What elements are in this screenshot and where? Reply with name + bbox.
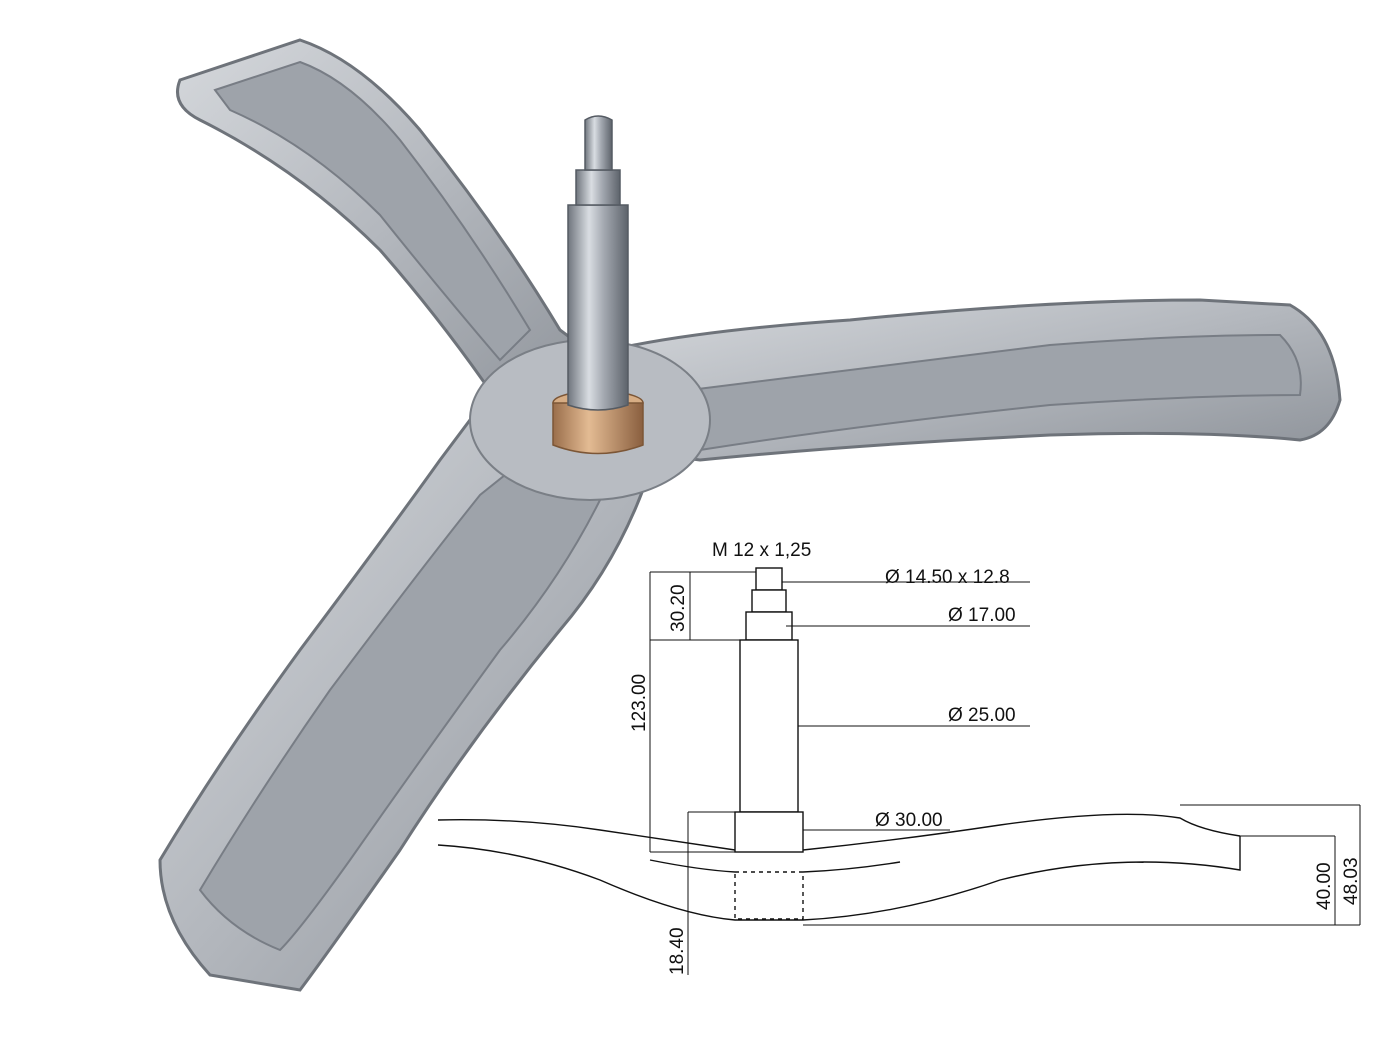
drawing-arm-profile-top-right <box>802 813 1241 851</box>
label-diameter-25: Ø 25.00 <box>948 705 1016 726</box>
drawing-arm-profile-top <box>437 819 736 851</box>
bronze-bushing <box>552 402 644 455</box>
label-diameter-17: Ø 17.00 <box>948 605 1016 626</box>
technical-drawing <box>437 567 1361 975</box>
drawing-arm-profile-bottom <box>437 836 1241 921</box>
label-height-40: 40.00 <box>1314 862 1335 910</box>
label-height-18-40: 18.40 <box>667 927 688 975</box>
spider-arm-upper-left-channel <box>213 60 532 362</box>
shaft-step-17 <box>575 169 621 206</box>
drawing-bushing-hidden <box>734 871 804 920</box>
shaft-thread-tip <box>584 115 613 171</box>
drawing-shaft-17 <box>745 611 793 641</box>
drawing-shaft-30 <box>734 811 804 853</box>
label-thread: M 12 x 1,25 <box>712 540 811 561</box>
dimension-labels: M 12 x 1,25 Ø 14.50 x 12.8 Ø 17.00 Ø 25.… <box>629 540 1362 975</box>
shaft-main <box>567 204 629 411</box>
drawing-arm-profile-hub <box>649 859 901 873</box>
label-height-30-20: 30.20 <box>668 584 689 632</box>
label-height-123: 123.00 <box>629 674 650 732</box>
drawing-shaft-tip <box>751 589 787 613</box>
label-height-48-03: 48.03 <box>1341 857 1362 905</box>
spider-casting <box>158 38 1342 992</box>
label-diameter-30: Ø 30.00 <box>875 810 943 831</box>
spider-arm-right-channel <box>688 333 1302 452</box>
drawing-shaft-thread <box>755 567 783 591</box>
drawing-shaft-25 <box>739 639 799 813</box>
spider-arm-lower-left-channel <box>198 473 602 952</box>
label-diameter-tip: Ø 14.50 x 12.8 <box>885 567 1010 588</box>
